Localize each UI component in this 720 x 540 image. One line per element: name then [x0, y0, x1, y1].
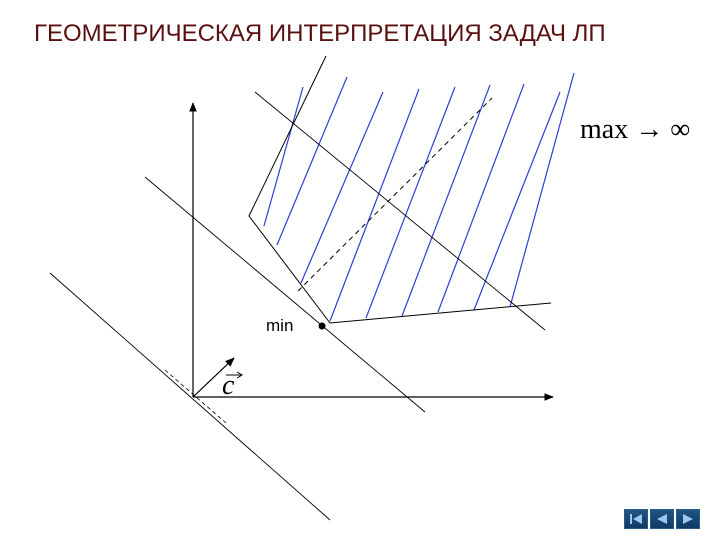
nav-next-button[interactable]	[676, 509, 700, 529]
feasible-region-hatching	[263, 72, 575, 322]
min-label: min	[266, 316, 294, 335]
nav-prev-button[interactable]	[650, 509, 674, 529]
vector-c-label: c	[222, 370, 235, 401]
nav-first-button[interactable]	[624, 509, 648, 529]
triangle-right-icon	[683, 514, 693, 524]
slide-title: ГЕОМЕТРИЧЕСКАЯ ИНТЕРПРЕТАЦИЯ ЗАДАЧ ЛП	[34, 20, 606, 47]
triangle-left-icon	[657, 514, 667, 524]
skip-back-icon	[630, 514, 642, 524]
gradient-vector-c	[192, 357, 235, 398]
min-point	[318, 322, 326, 330]
max-label: max → ∞	[580, 114, 691, 145]
vector-bar-arrow	[236, 371, 243, 379]
slide-navigation	[624, 509, 700, 529]
level-lines	[49, 91, 546, 521]
dashed-ray	[297, 97, 493, 292]
feasible-region-boundary	[248, 55, 552, 324]
